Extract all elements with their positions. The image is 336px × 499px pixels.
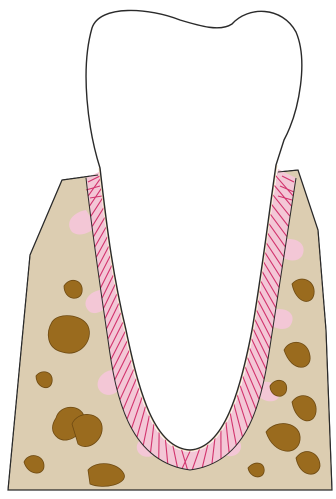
- tooth-socket-diagram: [0, 0, 336, 499]
